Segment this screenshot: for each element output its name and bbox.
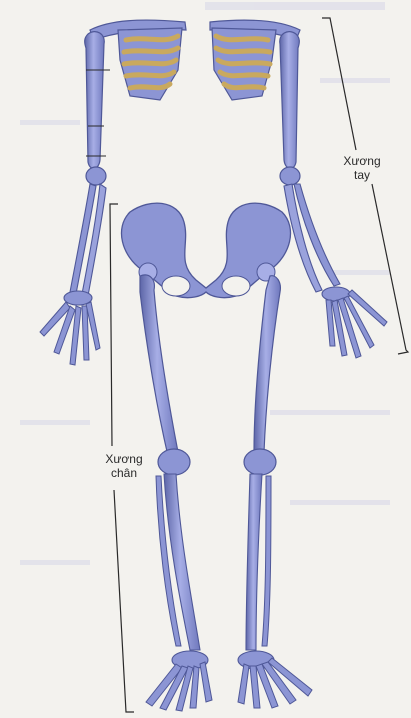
right-humerus (280, 32, 300, 169)
left-humerus (85, 32, 105, 169)
left-foot (146, 662, 212, 711)
leg-bones-label: Xương chân (96, 452, 152, 480)
left-leg (140, 275, 212, 711)
arm-bones-label: Xương tay (338, 154, 386, 182)
arm-label-line-2: tay (338, 168, 386, 182)
leg-label-line-1: Xương (96, 452, 152, 466)
leg-label-line-2: chân (96, 466, 152, 480)
arm-label-line-1: Xương (338, 154, 386, 168)
left-hand (40, 302, 100, 365)
left-arm (40, 20, 186, 365)
right-leg (238, 276, 312, 708)
right-arm (210, 20, 387, 358)
